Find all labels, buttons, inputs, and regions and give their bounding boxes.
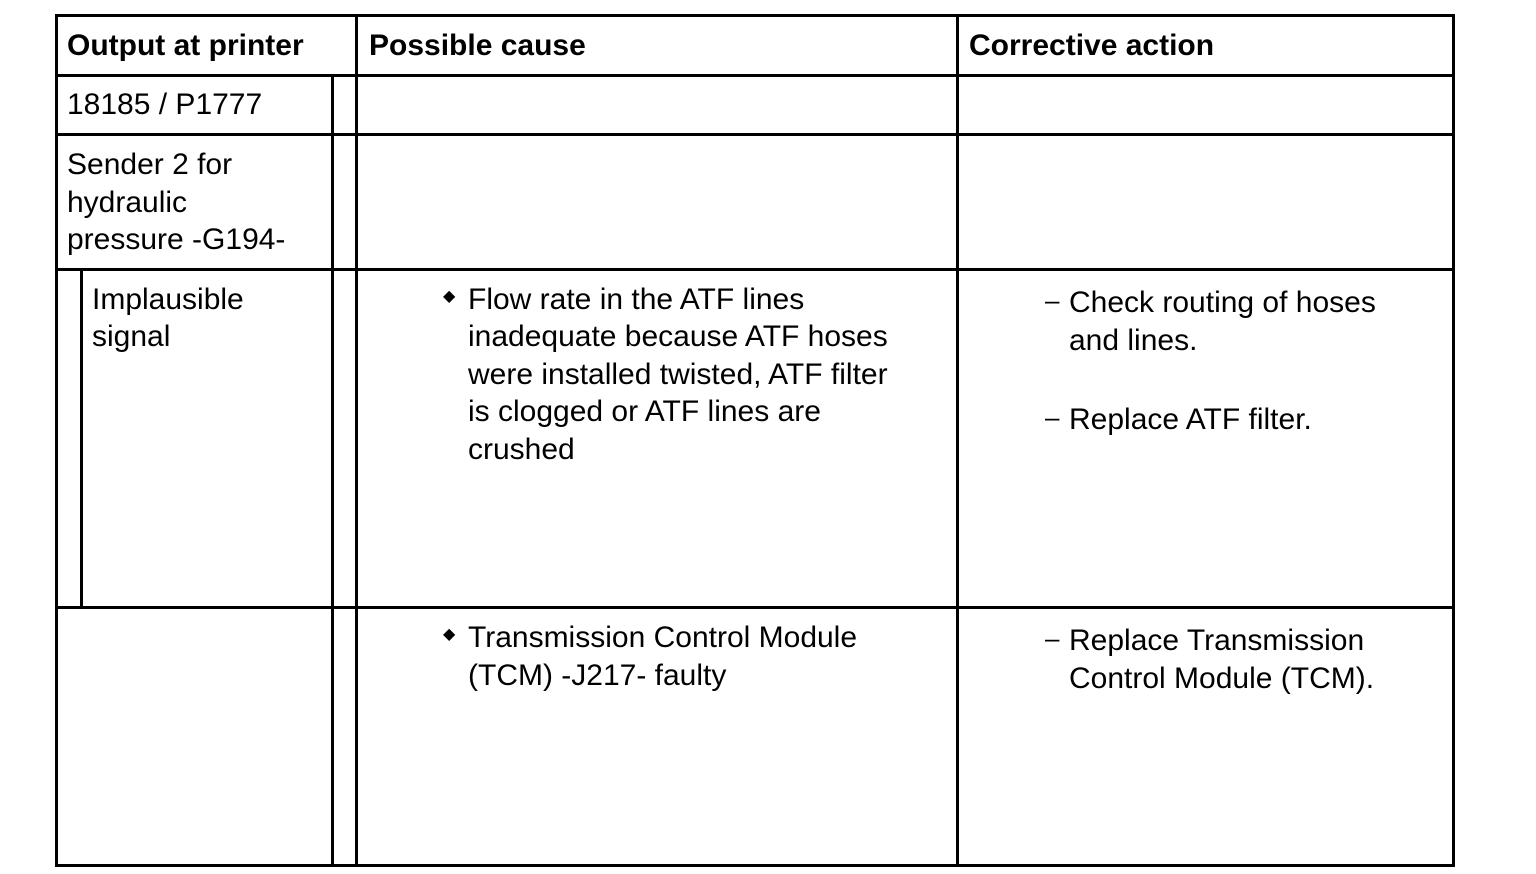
diamond-bullet-icon: ◆ — [443, 626, 456, 643]
header-output-at-printer: Output at printer — [67, 29, 304, 62]
symptom-line: Implausible — [92, 283, 244, 316]
column-separator-narrow — [331, 74, 334, 867]
diamond-bullet-icon: ◆ — [443, 288, 456, 305]
action-line: Replace ATF filter. — [1069, 403, 1312, 436]
component-line: hydraulic — [67, 186, 188, 219]
dash-bullet-icon: – — [1045, 402, 1060, 432]
cause-line: (TCM) -J217- faulty — [468, 659, 727, 692]
cause-line: is clogged or ATF lines are — [468, 395, 821, 428]
fault-code: 18185 / P1777 — [67, 88, 263, 121]
row-separator-3 — [55, 606, 1455, 609]
cause-line: Transmission Control Module — [468, 621, 858, 654]
table-top-border — [55, 14, 1455, 17]
row-separator-1 — [55, 133, 1455, 136]
cause-line: Flow rate in the ATF lines — [468, 283, 805, 316]
column-separator-output — [355, 14, 358, 867]
action-line: Check routing of hoses — [1069, 286, 1376, 319]
cause-line: inadequate because ATF hoses — [468, 320, 888, 353]
row-separator-2 — [55, 268, 1455, 271]
symptom-line: signal — [92, 320, 171, 353]
indent-separator — [80, 268, 83, 609]
action-line: Control Module (TCM). — [1069, 662, 1375, 695]
table-bottom-border — [55, 864, 1455, 867]
dash-bullet-icon: – — [1045, 285, 1060, 315]
component-line: pressure -G194- — [67, 223, 286, 256]
cause-line: were installed twisted, ATF filter — [468, 358, 888, 391]
column-separator-cause — [956, 14, 959, 867]
table-left-border — [55, 14, 58, 867]
header-separator — [55, 74, 1455, 77]
component-line: Sender 2 for — [67, 148, 233, 181]
cause-line: crushed — [468, 433, 575, 466]
dash-bullet-icon: – — [1045, 623, 1060, 653]
header-possible-cause: Possible cause — [369, 29, 586, 62]
header-corrective-action: Corrective action — [969, 29, 1215, 62]
action-line: Replace Transmission — [1069, 624, 1365, 657]
action-line: and lines. — [1069, 324, 1198, 357]
table-right-border — [1452, 14, 1455, 867]
